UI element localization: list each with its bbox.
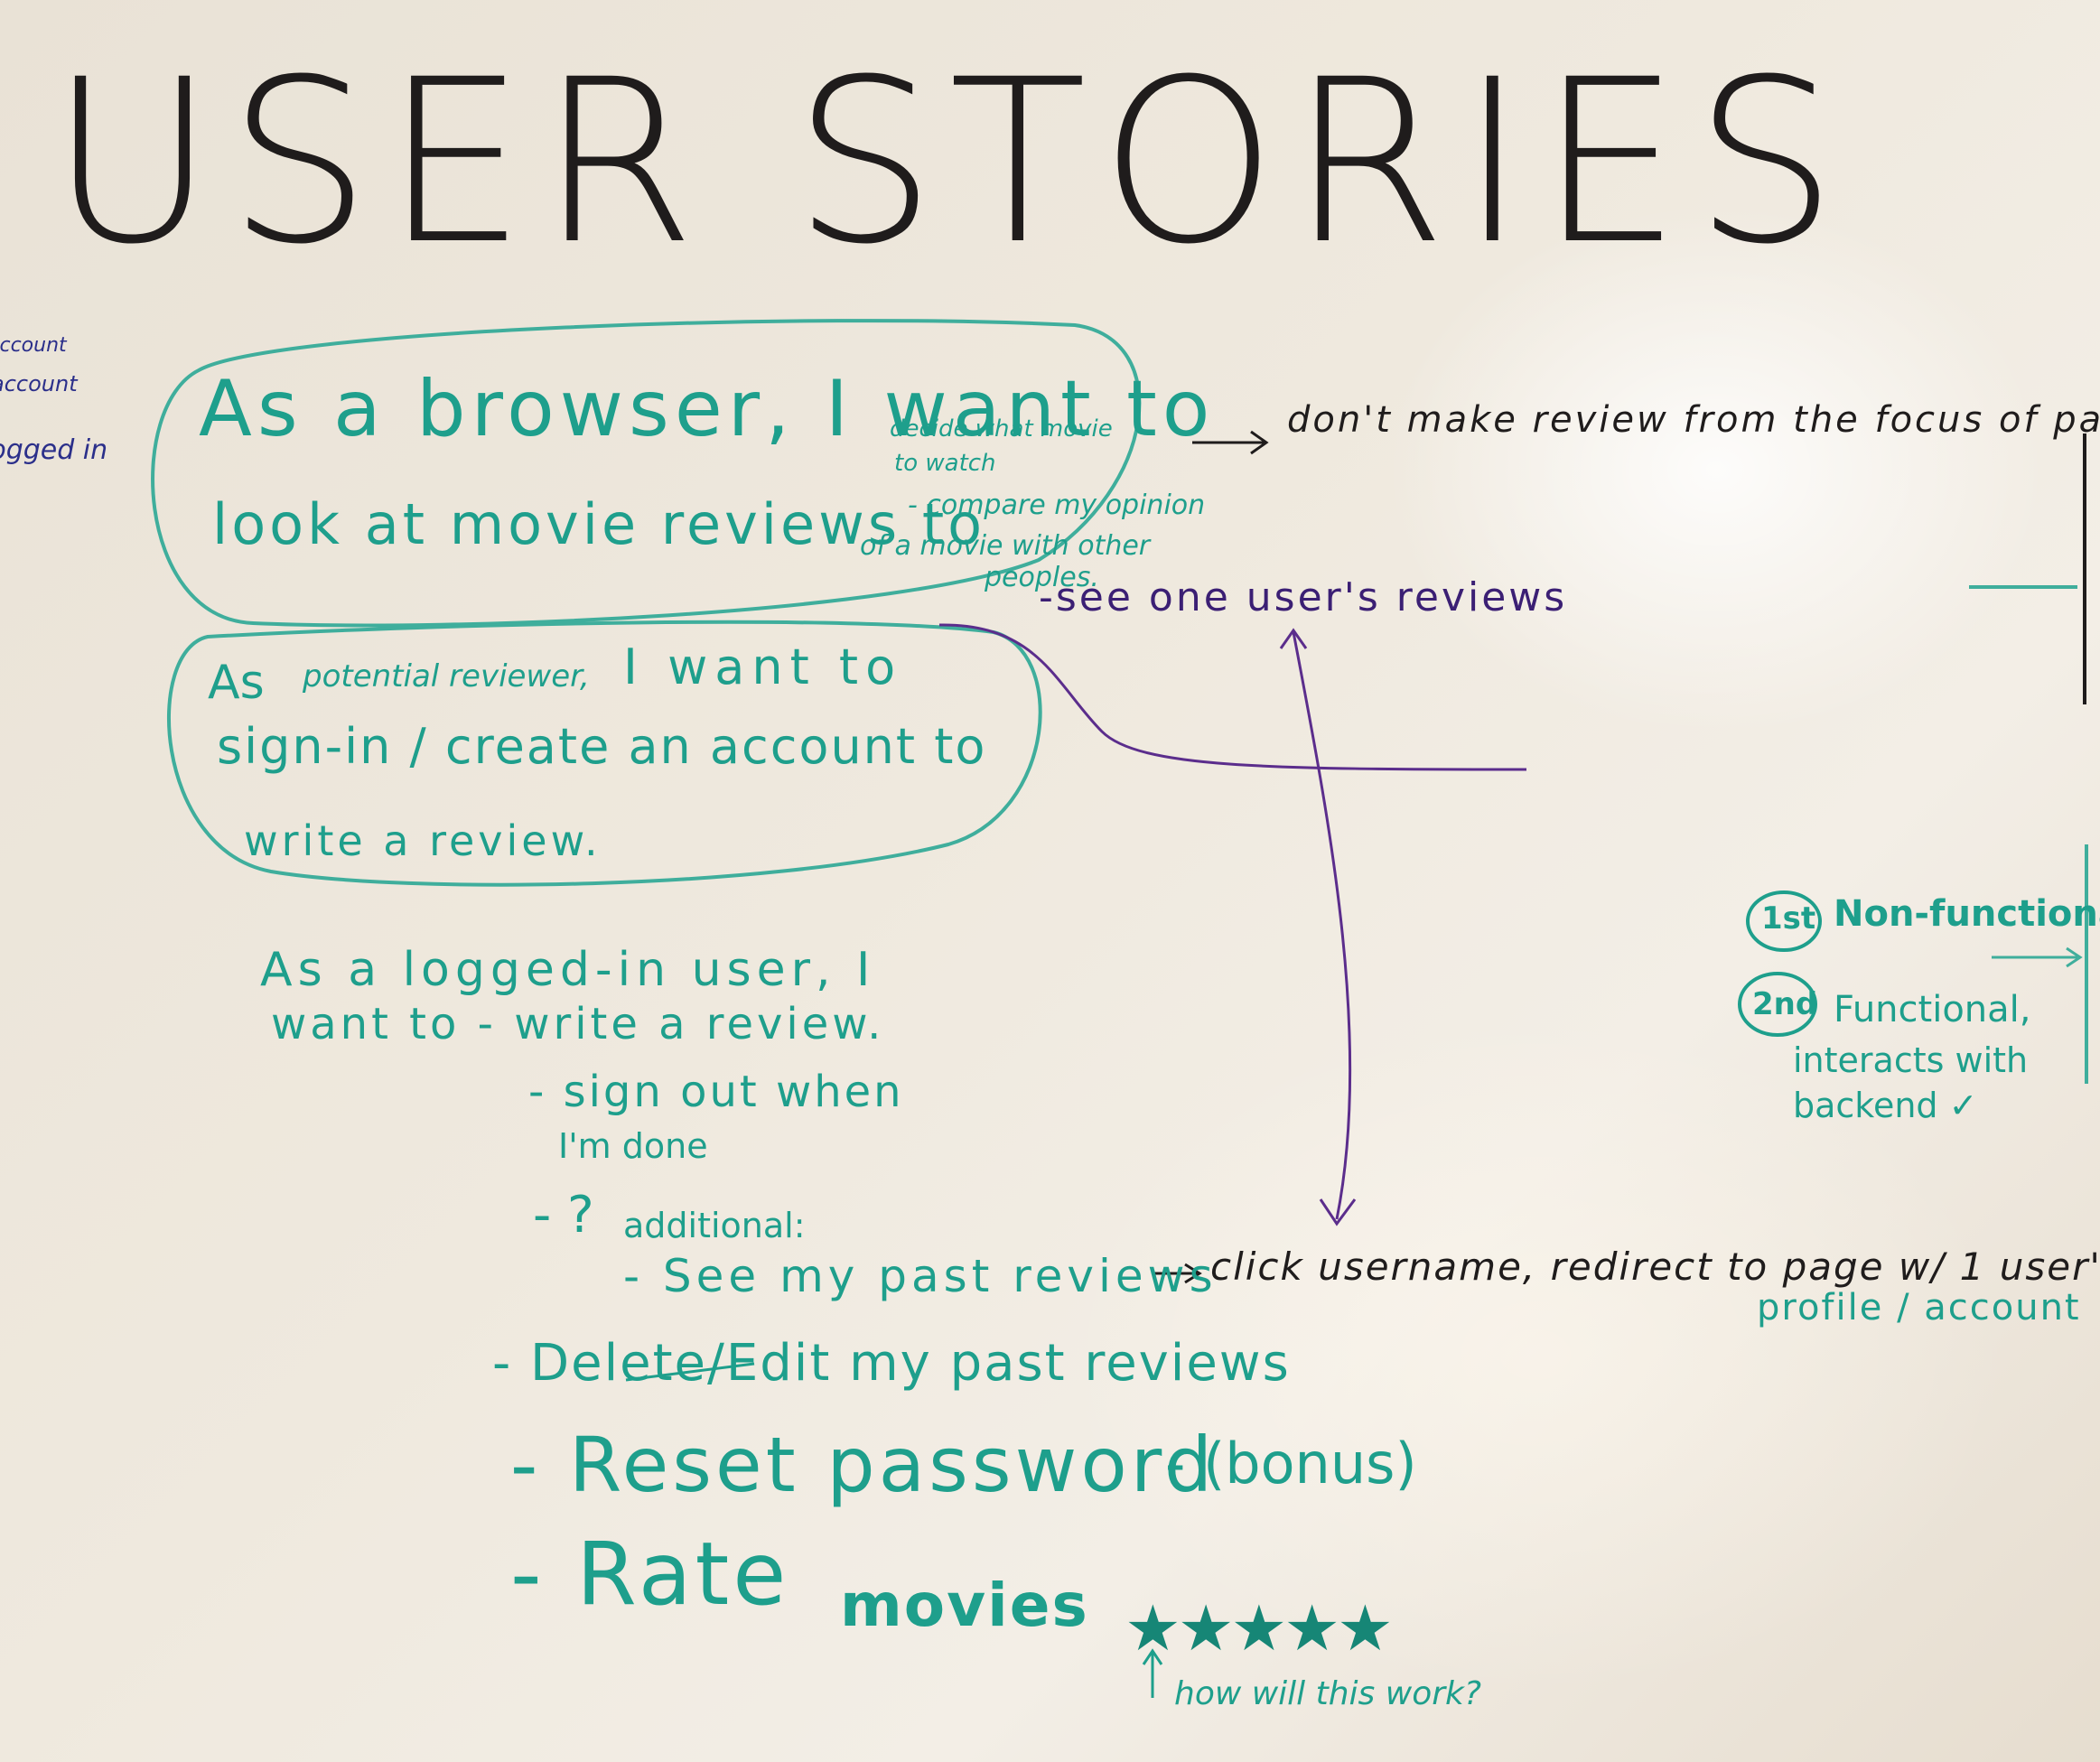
second-badge: 2nd xyxy=(1752,986,1818,1022)
story3-item-reset: - Reset password xyxy=(510,1421,1217,1509)
purple-double-arrow xyxy=(1292,631,1352,1220)
story1-note2b: of a movie with other xyxy=(860,530,1151,562)
story3-item-bonus: - (bonus) xyxy=(1165,1431,1417,1496)
story3-item-sign-out: - sign out when xyxy=(528,1067,904,1117)
story1-note2a: - compare my opinion xyxy=(908,489,1206,521)
see-one-users-note: -see one user's reviews xyxy=(1039,574,1568,620)
story3-item-im-done: I'm done xyxy=(558,1126,708,1166)
story3-item-rate: - Rate xyxy=(510,1524,790,1625)
story3-item-movies: movies xyxy=(840,1571,1089,1640)
focus-note: don't make review from the focus of page xyxy=(1287,399,2100,441)
story3-line2: want to - write a review. xyxy=(271,999,885,1049)
story1-note1a: decide what movie xyxy=(890,415,1113,443)
story1-line1: As a browser, I want to xyxy=(199,364,1216,454)
profile-account-note: profile / account xyxy=(1757,1287,2081,1328)
left-edge-note-3: logged in xyxy=(0,434,108,466)
story2-as: As xyxy=(208,656,265,710)
story3-item-see-past: - See my past reviews xyxy=(623,1250,1218,1302)
left-edge-note-1: account xyxy=(0,334,67,357)
left-edge-note-2: account xyxy=(0,371,78,396)
story2-potential-reviewer: potential reviewer, xyxy=(303,658,590,695)
story2-line2: sign-in / create an account to xyxy=(217,718,987,775)
star-note: how will this work? xyxy=(1174,1675,1481,1712)
story3-item-delete-edit: - Delete/Edit my past reviews xyxy=(492,1334,1291,1393)
purple-connector xyxy=(938,623,1527,771)
story3-line1: As a logged-in user, I xyxy=(260,943,876,997)
story1-note2c: peoples. xyxy=(985,562,1099,593)
board-title: USER STORIES xyxy=(50,31,1851,294)
first-label: Non-functional xyxy=(1834,893,2100,935)
click-username-note: click username, redirect to page w/ 1 us… xyxy=(1210,1245,2100,1289)
second-line2: interacts with xyxy=(1793,1040,2029,1080)
second-line1: Functional, xyxy=(1834,989,2031,1030)
story1-note1b: to watch xyxy=(894,450,996,477)
story2-line3: write a review. xyxy=(244,816,602,865)
second-line3: backend ✓ xyxy=(1793,1086,1978,1125)
story1-line2: look at movie reviews to xyxy=(212,491,986,557)
rating-stars: ★★★★★ xyxy=(1125,1591,1394,1665)
story3-item-question: - ? xyxy=(533,1186,594,1245)
story3-item-additional: additional: xyxy=(623,1206,806,1245)
story2-i-want-to: I want to xyxy=(623,639,903,695)
first-badge: 1st xyxy=(1761,900,1816,937)
